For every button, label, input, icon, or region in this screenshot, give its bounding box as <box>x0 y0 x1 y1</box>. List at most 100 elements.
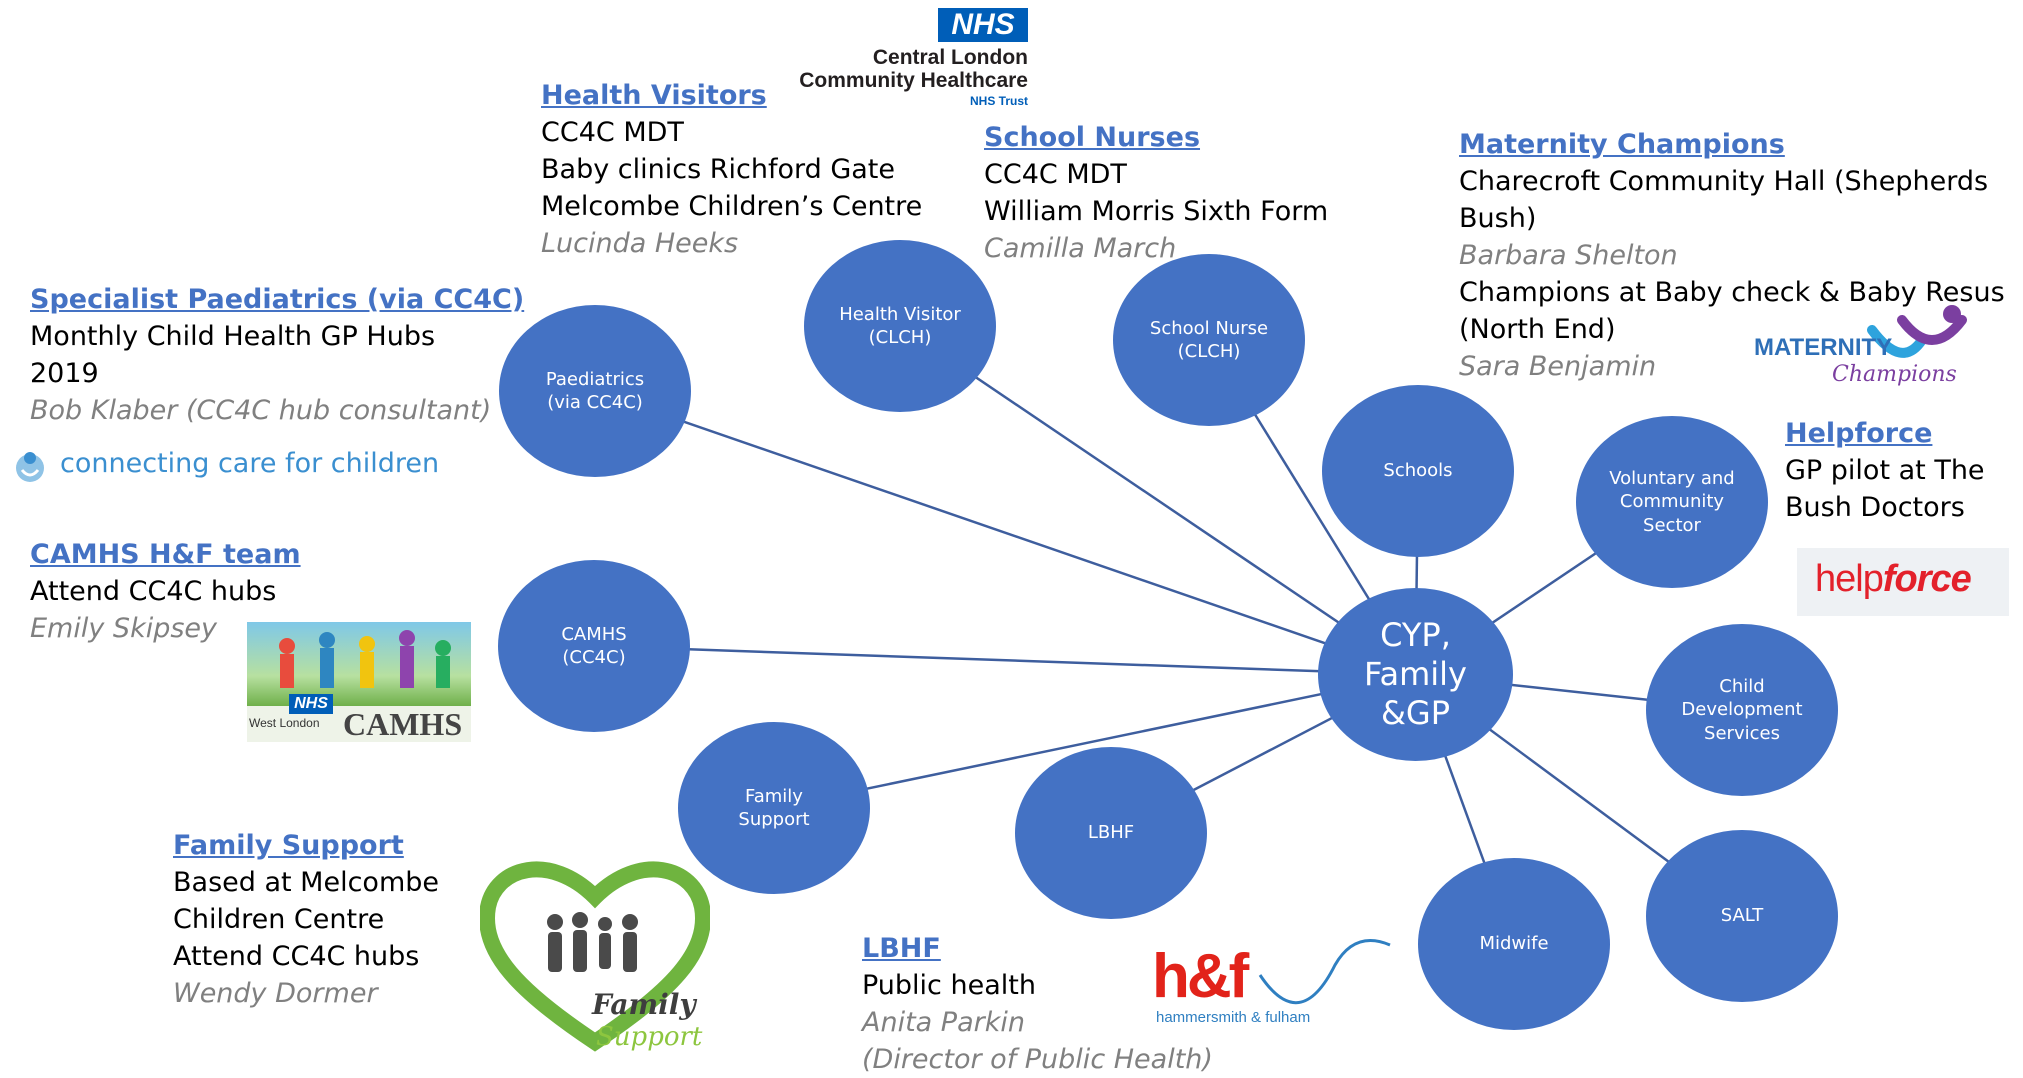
maternity-champions-heading[interactable]: Maternity Champions <box>1459 129 1785 160</box>
hf-logo: h&f hammersmith & fulham <box>1150 925 1395 1026</box>
node-child-development: Child Development Services <box>1646 624 1838 796</box>
maternity-champions-logo: MATERNITY Champions <box>1752 300 1970 400</box>
block-line: 2019 <box>30 358 99 389</box>
maternity-swoosh-icon <box>1867 305 1967 358</box>
lbhf-heading[interactable]: LBHF <box>862 933 941 964</box>
block-line: Public health <box>862 970 1036 1001</box>
family-support-block: Family Support Based at Melcombe Childre… <box>173 827 439 1012</box>
node-label: Voluntary and Community Sector <box>1609 467 1735 536</box>
block-line: Charecroft Community Hall (Shepherds <box>1459 166 1989 197</box>
helpforce-logo-text: helpforce <box>1815 558 1972 601</box>
nhs-org-line1: Central London <box>872 46 1028 69</box>
block-line: Children Centre <box>173 904 385 935</box>
block-line: Bush Doctors <box>1785 492 1965 523</box>
maternity-logo-line1: MATERNITY <box>1754 334 1893 361</box>
cc4c-text: connecting care for children <box>60 448 440 479</box>
helpforce-logo-help: help <box>1815 558 1884 600</box>
node-midwife: Midwife <box>1418 858 1610 1030</box>
nhs-org-line3: NHS Trust <box>969 94 1028 108</box>
block-contact: Lucinda Heeks <box>541 228 739 259</box>
family-heart-icon <box>480 861 710 1052</box>
camhs-figures-icon <box>279 630 451 688</box>
family-support-heading[interactable]: Family Support <box>173 830 404 861</box>
node-lbhf: LBHF <box>1015 747 1207 919</box>
nhs-logo: NHS Central London Community Healthcare … <box>758 8 1028 110</box>
block-contact: Sara Benjamin <box>1459 351 1657 382</box>
camhs-logo: NHS West London CAMHS <box>247 622 471 742</box>
block-line: Attend CC4C hubs <box>30 576 277 607</box>
camhs-name: CAMHS <box>343 706 463 742</box>
helpforce-logo-force: force <box>1882 558 1972 600</box>
block-line: GP pilot at The <box>1785 455 1985 486</box>
camhs-org: West London <box>249 716 320 730</box>
node-family-support: Family Support <box>678 722 870 894</box>
block-line: CC4C MDT <box>541 117 684 148</box>
block-line: Monthly Child Health GP Hubs <box>30 321 436 352</box>
block-line: William Morris Sixth Form <box>984 196 1329 227</box>
block-contact: Bob Klaber (CC4C hub consultant) <box>30 395 492 426</box>
helpforce-logo: helpforce <box>1797 548 2009 616</box>
block-line: Champions at Baby check & Baby Resus <box>1459 277 2005 308</box>
edge-node-family-support <box>773 673 1416 810</box>
node-school-nurse: School Nurse (CLCH) <box>1113 254 1305 426</box>
block-line: Based at Melcombe <box>173 867 440 898</box>
health-visitors-block: Health Visitors CC4C MDT Baby clinics Ri… <box>541 77 922 262</box>
node-label: SALT <box>1720 905 1764 927</box>
block-line: Attend CC4C hubs <box>173 941 420 972</box>
block-line: (North End) <box>1459 314 1616 345</box>
family-logo-line2: Support <box>596 1022 703 1052</box>
block-line: Bush) <box>1459 203 1537 234</box>
node-label: Midwife <box>1479 933 1549 955</box>
edge-node-camhs <box>593 644 1416 676</box>
edge-node-paediatrics <box>594 389 1416 676</box>
center-node-label: CYP, Family &GP <box>1364 615 1467 733</box>
block-line: Melcombe Children’s Centre <box>541 191 923 222</box>
helpforce-heading[interactable]: Helpforce <box>1785 418 1933 449</box>
block-contact: Camilla March <box>984 233 1177 264</box>
cc4c-icon <box>16 452 44 482</box>
block-contact: Emily Skipsey <box>30 613 217 644</box>
block-contact: Wendy Dormer <box>173 978 378 1009</box>
health-visitors-heading[interactable]: Health Visitors <box>541 80 767 111</box>
node-label: School Nurse (CLCH) <box>1149 317 1269 362</box>
maternity-logo-line2: Champions <box>1832 362 1957 387</box>
specialist-paediatrics-block: Specialist Paediatrics (via CC4C) Monthl… <box>30 281 524 429</box>
node-label: Child Development Services <box>1681 675 1803 744</box>
node-label: Paediatrics (via CC4C) <box>545 368 645 413</box>
school-nurses-block: School Nurses CC4C MDT William Morris Si… <box>984 119 1328 267</box>
node-camhs: CAMHS (CC4C) <box>498 560 690 732</box>
specialist-paediatrics-heading[interactable]: Specialist Paediatrics (via CC4C) <box>30 284 525 315</box>
hf-logo-sub: hammersmith & fulham <box>1156 1009 1311 1026</box>
node-label: Schools <box>1383 460 1453 482</box>
nhs-org-line2: Community Healthcare <box>799 69 1028 92</box>
hf-logo-text: h&f <box>1152 942 1249 1011</box>
camhs-block: CAMHS H&F team Attend CC4C hubs Emily Sk… <box>30 536 301 647</box>
block-line: CC4C MDT <box>984 159 1127 190</box>
helpforce-block: Helpforce GP pilot at The Bush Doctors <box>1785 415 1985 526</box>
edge-node-health-visitor <box>899 324 1417 676</box>
center-node: CYP, Family &GP <box>1318 588 1513 761</box>
node-label: Family Support <box>738 785 810 830</box>
maternity-champions-block: Maternity Champions Charecroft Community… <box>1459 126 2005 385</box>
node-voluntary: Voluntary and Community Sector <box>1576 416 1768 588</box>
node-salt: SALT <box>1646 830 1838 1002</box>
node-label: Health Visitor (CLCH) <box>839 303 961 348</box>
camhs-nhs-badge: NHS <box>289 694 333 714</box>
camhs-heading[interactable]: CAMHS H&F team <box>30 539 301 570</box>
family-logo-line1: Family <box>592 988 696 1021</box>
node-paediatrics: Paediatrics (via CC4C) <box>499 305 691 477</box>
nhs-badge: NHS <box>938 8 1028 42</box>
block-line: Baby clinics Richford Gate <box>541 154 895 185</box>
block-contact: (Director of Public Health) <box>862 1044 1213 1075</box>
block-contact: Anita Parkin <box>862 1007 1025 1038</box>
node-health-visitor: Health Visitor (CLCH) <box>804 240 996 412</box>
node-schools: Schools <box>1322 385 1514 557</box>
hf-wave-icon <box>1258 939 1391 1004</box>
block-contact: Barbara Shelton <box>1459 240 1678 271</box>
family-support-logo: Family Support <box>480 852 710 1060</box>
node-label: LBHF <box>1087 822 1135 844</box>
school-nurses-heading[interactable]: School Nurses <box>984 122 1201 153</box>
node-label: CAMHS (CC4C) <box>561 623 627 668</box>
lbhf-block: LBHF Public health Anita Parkin (Directo… <box>862 930 1213 1078</box>
cc4c-logo: connecting care for children <box>8 444 468 486</box>
